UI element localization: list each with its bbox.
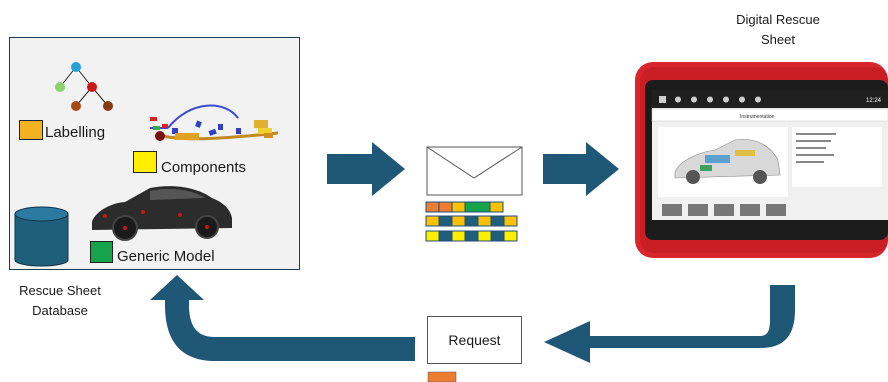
car-icon <box>92 186 232 241</box>
database-cylinder-icon <box>14 206 69 267</box>
tree-icon <box>55 62 113 111</box>
database-caption: Rescue Sheet Database <box>0 281 120 321</box>
generic-model-swatch <box>90 241 113 263</box>
device-caption-line1: Digital Rescue <box>736 12 820 27</box>
database-caption-line1: Rescue Sheet <box>19 283 101 298</box>
arrow-right-2 <box>543 142 619 196</box>
labelling-label: Labelling <box>45 124 106 141</box>
components-swatch <box>133 151 157 173</box>
arrow-right-1 <box>327 142 405 196</box>
wiring-icon <box>150 104 279 141</box>
generic-model-label: Generic Model <box>117 248 215 265</box>
request-label: Request <box>448 332 501 348</box>
device-caption-line2: Sheet <box>761 32 795 47</box>
request-data-block <box>427 371 457 382</box>
tablet-time: 12:24 <box>866 98 882 104</box>
arrow-return-left <box>150 275 415 361</box>
device-caption: Digital Rescue Sheet <box>718 10 838 50</box>
arrow-return-right <box>544 285 795 363</box>
labelling-swatch <box>19 120 43 140</box>
envelope-icon <box>426 146 523 196</box>
data-blocks <box>425 201 518 242</box>
components-label: Components <box>161 159 247 176</box>
request-box: Request <box>427 316 522 364</box>
tablet-icon: 12:24 Instrumentation <box>635 62 888 258</box>
tablet-screen-title: Instrumentation <box>740 114 775 120</box>
database-caption-line2: Database <box>32 303 88 318</box>
